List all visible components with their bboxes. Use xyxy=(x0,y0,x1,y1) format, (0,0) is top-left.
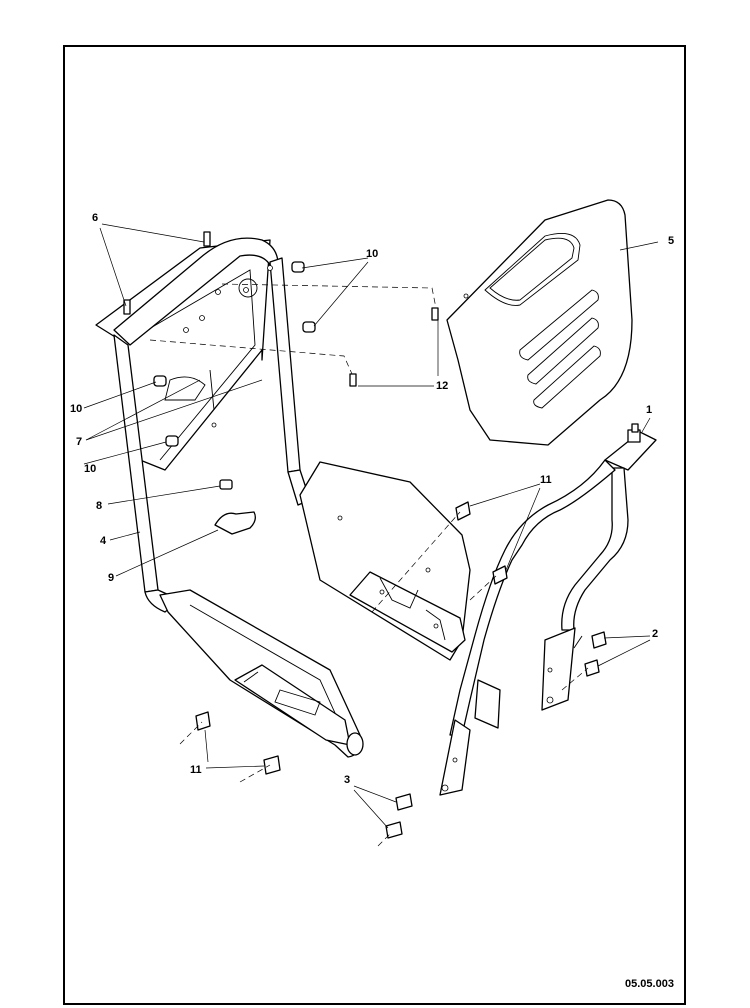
callout-11-right: 11 xyxy=(540,474,552,486)
alignment-lines xyxy=(149,283,589,847)
drawing-frame xyxy=(63,45,686,1005)
mesh-guard-panel xyxy=(446,199,633,446)
callout-12: 12 xyxy=(436,380,449,392)
callout-11-lower: 11 xyxy=(190,764,202,776)
callout-10-middle: 10 xyxy=(70,403,83,415)
mid-cover-plate xyxy=(299,461,471,661)
callout-7: 7 xyxy=(76,436,83,448)
callout-2: 2 xyxy=(652,628,659,640)
callout-5: 5 xyxy=(668,235,675,247)
callout-1: 1 xyxy=(646,404,653,416)
callout-4: 4 xyxy=(100,535,107,547)
fasteners xyxy=(123,231,607,839)
support-arm xyxy=(439,423,657,796)
callout-8: 8 xyxy=(96,500,103,512)
callout-9: 9 xyxy=(108,572,115,584)
leader-lines xyxy=(83,223,659,829)
callout-10-top: 10 xyxy=(366,248,379,260)
main-frame xyxy=(95,237,364,758)
callout-3: 3 xyxy=(344,774,351,786)
drawing-number: 05.05.003 xyxy=(625,978,674,990)
callout-6: 6 xyxy=(92,212,99,224)
callout-10-lower: 10 xyxy=(84,463,97,475)
